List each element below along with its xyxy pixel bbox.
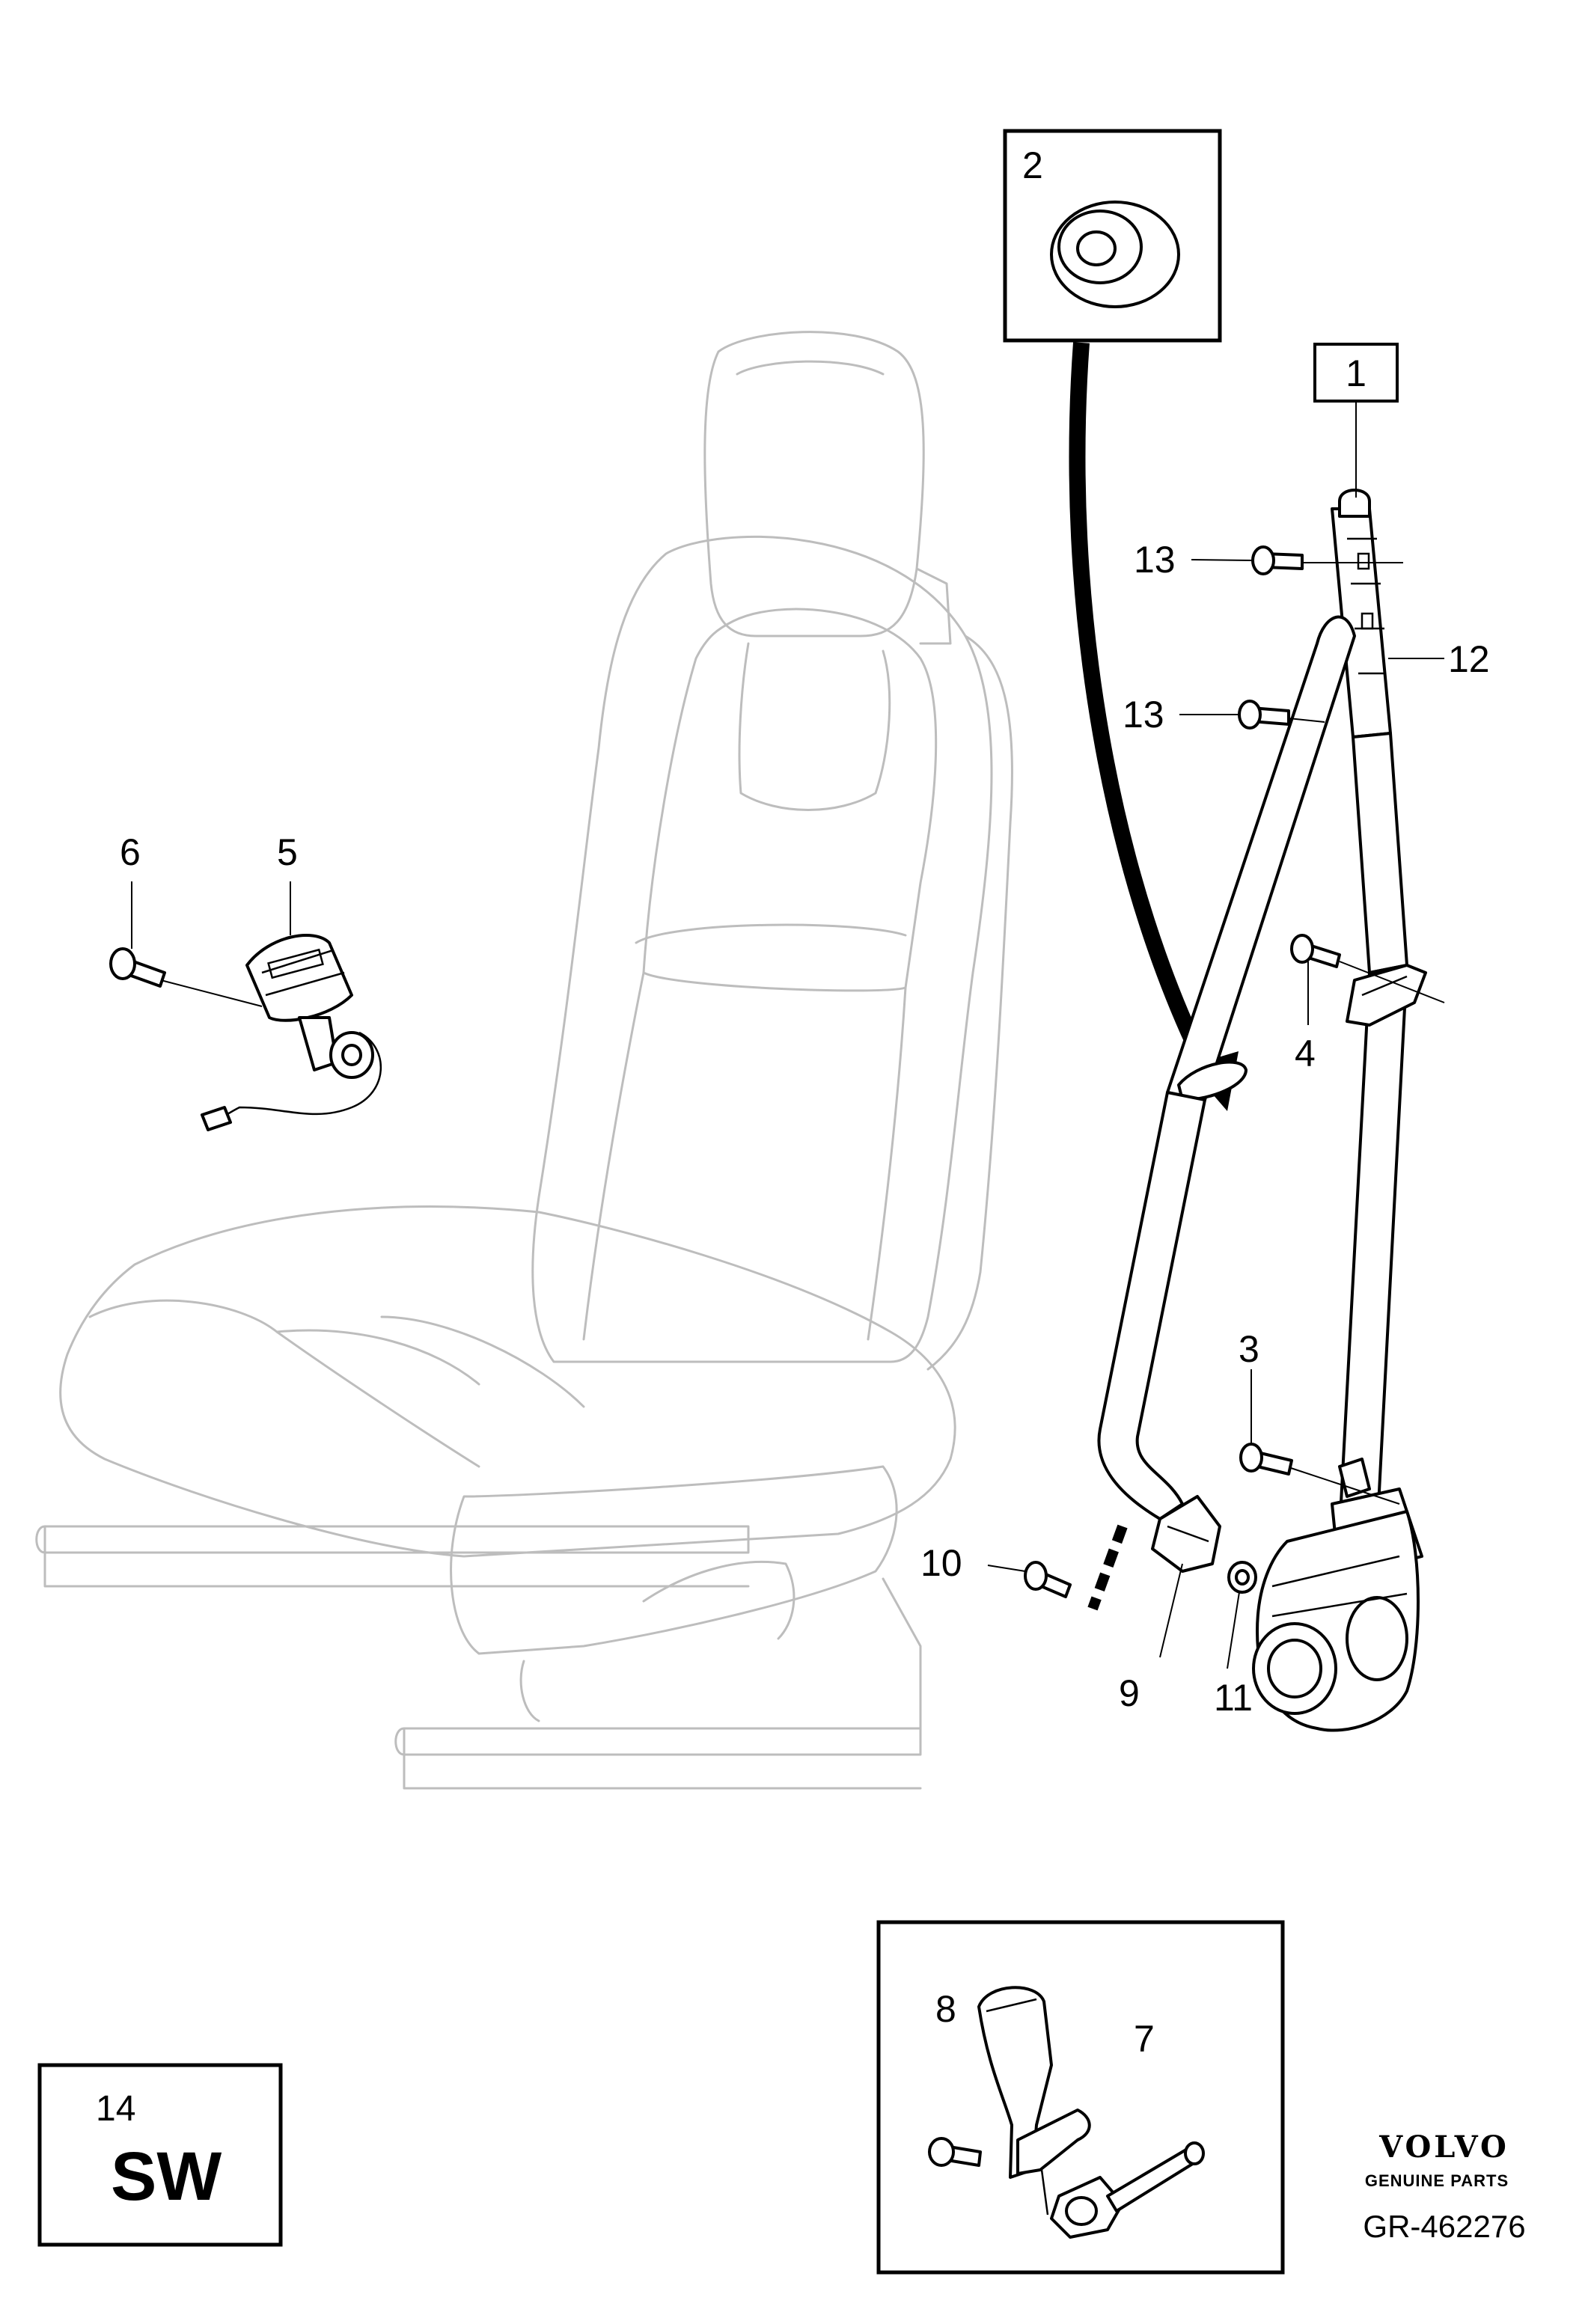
- sw-number: 14: [96, 2089, 135, 2129]
- reference-number: GR-462276: [1363, 2209, 1525, 2244]
- leader-lines: [131, 400, 1445, 2149]
- callout-6: 6: [120, 831, 141, 873]
- callout-9: 9: [1119, 1672, 1140, 1714]
- callout-2: 2: [1022, 144, 1043, 186]
- callout-4: 4: [1295, 1033, 1316, 1074]
- bolt-8: [928, 2137, 982, 2167]
- callout-11: 11: [1214, 1677, 1253, 1719]
- bolt-13-upper: [1251, 545, 1304, 575]
- bolt-10: [1024, 1561, 1072, 1598]
- brand-tagline: GENUINE PARTS: [1365, 2171, 1509, 2190]
- callout-3: 3: [1239, 1328, 1259, 1370]
- nut-11: [1227, 1561, 1257, 1594]
- volvo-logo: VOLVO GENUINE PARTS: [1365, 2129, 1509, 2190]
- callout-1-box: [1313, 343, 1399, 403]
- buckle-stalk-icon: [977, 1986, 1205, 2239]
- callout-1: 1: [1346, 352, 1366, 394]
- buckle-icon: [201, 934, 382, 1131]
- sw-label-box: 14 SW: [37, 2063, 283, 2247]
- callout-10: 10: [920, 1542, 962, 1584]
- callout-5: 5: [277, 831, 298, 873]
- callout-13-upper: 13: [1134, 539, 1176, 581]
- callout-7: 7: [1134, 2018, 1155, 2060]
- sw-code: SW: [111, 2138, 222, 2215]
- grommet-detail-box: 2: [1003, 129, 1222, 343]
- bolt-13-lower: [1238, 700, 1290, 730]
- bolt-6: [109, 947, 166, 988]
- seat-belt-assembly: [1087, 489, 1427, 1732]
- bolt-4: [1290, 934, 1341, 968]
- callout-labels: 1 13 13 12 4 3 10 9 11 6 5: [120, 343, 1490, 1719]
- retractor-icon: [1252, 1487, 1423, 1732]
- buckle-detail-box: 7 8: [876, 1920, 1285, 2275]
- callout-8: 8: [935, 1988, 956, 2030]
- callout-13-lower: 13: [1123, 694, 1164, 736]
- brand-name: VOLVO: [1378, 2129, 1509, 2165]
- seat-outline: [35, 331, 1013, 1790]
- bolt-3: [1239, 1443, 1293, 1476]
- callout-12: 12: [1448, 638, 1490, 680]
- grommet-icon: [1050, 201, 1180, 308]
